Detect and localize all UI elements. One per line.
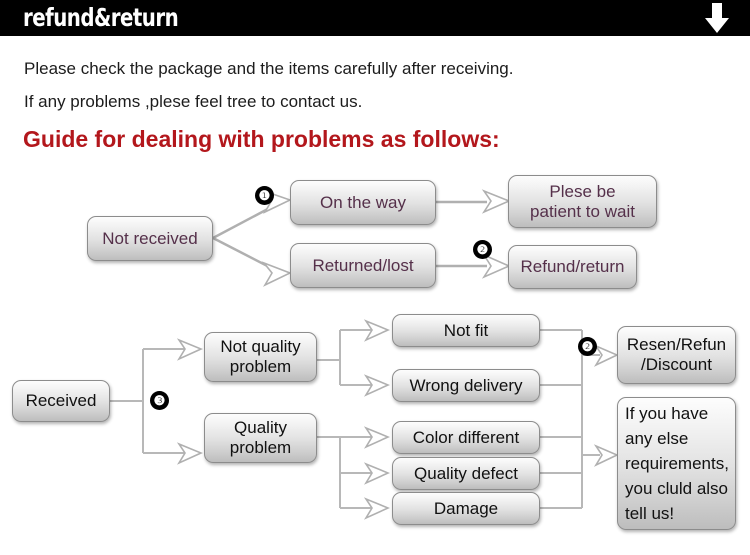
box-refund-return-label: Refund/return [520,257,625,276]
box-refund-return[interactable]: Refund/return [508,245,637,289]
box-received[interactable]: Received [12,380,110,422]
connector-not-quality-split [317,319,391,397]
box-quality-problem-label: Quality problem [229,418,292,457]
intro-line-1: Please check the package and the items c… [24,59,514,78]
box-returned-lost-label: Returned/lost [312,255,414,275]
badge-3: ❸ [150,391,169,410]
box-reason-not-fit-label: Not fit [443,320,489,340]
header-bar: refund&return [0,0,750,36]
box-result-contact[interactable]: If you have any else requirements, you c… [617,397,736,530]
box-not-quality-problem[interactable]: Not quality problem [204,332,317,382]
arrow-down-icon [705,3,729,33]
connector-reasons-to-results [540,329,619,509]
box-please-wait[interactable]: Plese be patient to wait [508,175,657,228]
connector-returned-to-refund [436,253,511,279]
box-not-received[interactable]: Not received [87,216,213,261]
page-title: refund&return [23,3,179,32]
box-result-contact-label: If you have any else requirements, you c… [625,404,729,523]
box-result-resend[interactable]: Resen/Refun /Discount [617,326,736,384]
box-reason-wrong-delivery-label: Wrong delivery [409,375,523,395]
connector-quality-split [317,426,391,520]
box-not-quality-problem-label: Not quality problem [220,337,301,376]
box-reason-color-different-label: Color different [412,427,520,447]
connector-not-received-split [212,189,293,287]
box-on-the-way[interactable]: On the way [290,180,436,225]
box-quality-problem[interactable]: Quality problem [204,413,317,463]
box-reason-color-different[interactable]: Color different [392,421,540,454]
box-reason-quality-defect[interactable]: Quality defect [392,457,540,490]
box-reason-damage[interactable]: Damage [392,492,540,525]
guide-heading: Guide for dealing with problems as follo… [23,126,500,152]
box-reason-quality-defect-label: Quality defect [414,463,518,483]
badge-2-bottom: ❷ [578,337,597,356]
intro-line-2: If any problems ,plese feel tree to cont… [24,92,363,111]
box-please-wait-label: Plese be patient to wait [530,181,635,221]
box-returned-lost[interactable]: Returned/lost [290,243,436,288]
box-reason-not-fit[interactable]: Not fit [392,314,540,347]
box-reason-damage-label: Damage [433,498,499,518]
box-on-the-way-label: On the way [320,192,406,212]
box-not-received-label: Not received [102,228,198,248]
box-reason-wrong-delivery[interactable]: Wrong delivery [392,369,540,402]
connector-on-the-way-to-wait [436,189,512,214]
badge-2-top: ❷ [473,240,492,259]
box-result-resend-label: Resen/Refun /Discount [626,335,727,374]
badge-1: ❶ [255,186,274,205]
box-received-label: Received [25,391,97,410]
